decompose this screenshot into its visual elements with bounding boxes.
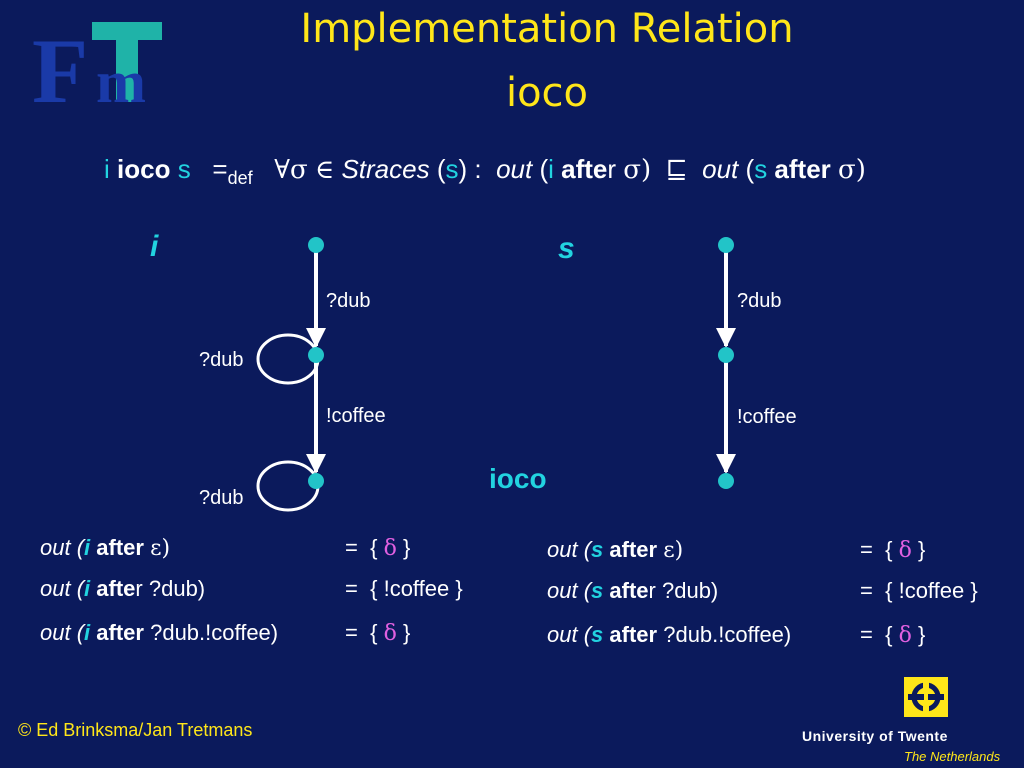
out-i-row-3-value: = { δ } (345, 620, 411, 646)
out-s-row-3: out (s after ?dub.!coffee) (547, 622, 792, 647)
def-s3: s (754, 154, 768, 184)
country-name: The Netherlands (904, 749, 1001, 764)
i-state-0 (308, 237, 324, 253)
def-out2: out (702, 154, 739, 184)
def-straces: Straces (341, 154, 430, 184)
i-edge-top-label: ?dub (326, 290, 371, 312)
relation-label: ioco (489, 463, 547, 494)
out-s-row-2: out (s after ?dub) (547, 578, 719, 603)
i-self-loop-2 (256, 460, 320, 512)
out-i-row-3: out (i after ?dub.!coffee) (40, 620, 279, 645)
university-name: University of Twente (802, 728, 948, 744)
def-paren-i: ( (539, 154, 549, 184)
diagram-i-name: i (150, 230, 159, 263)
def-i2: i (548, 154, 554, 184)
out-i-row-1-value: = { δ } (345, 535, 411, 561)
i-edge-mid-label: !coffee (326, 405, 386, 427)
def-forall: ∀σ (274, 155, 308, 185)
svg-text:m: m (96, 49, 146, 108)
i-self-loop-1 (256, 333, 320, 385)
s-state-0 (718, 237, 734, 253)
i-state-1 (308, 347, 324, 363)
out-s-row-3-value: = { δ } (860, 622, 926, 648)
def-sub: def (227, 168, 253, 189)
def-paren-s: ( (745, 154, 755, 184)
svg-text:F: F (32, 20, 88, 108)
s-state-1 (718, 347, 734, 363)
i-loop-1-label: ?dub (199, 349, 244, 371)
university-twente-logo-icon (904, 677, 948, 717)
copyright: © Ed Brinksma/Jan Tretmans (18, 720, 253, 740)
def-subseteq: ⊑ (665, 155, 688, 185)
i-loop-2-label: ?dub (199, 487, 244, 509)
out-i-row-1: out (i after ε) (40, 535, 171, 561)
def-after1-r: r (607, 154, 617, 184)
def-eq: = (212, 154, 228, 184)
out-s-row-1: out (s after ε) (547, 537, 684, 563)
ioco-definition: i ioco s =def ∀σ ∈ Straces (s) : out (i … (104, 154, 866, 189)
def-s: s (177, 154, 191, 184)
s-state-2 (718, 473, 734, 489)
def-in: ∈ (314, 155, 335, 185)
i-state-2 (308, 473, 324, 489)
def-after1: afte (561, 154, 608, 184)
def-open: ( (436, 154, 446, 184)
def-sigma2: σ) (838, 155, 866, 185)
def-i: i (104, 154, 110, 184)
slide-subtitle: ioco (505, 70, 589, 116)
fmt-logo-icon: F m (32, 20, 162, 108)
def-out1: out (496, 154, 533, 184)
out-i-row-2-value: = { !coffee } (345, 576, 463, 601)
slide-title: Implementation Relation (300, 6, 794, 52)
def-after2: after (774, 154, 831, 184)
def-close: ) : (458, 154, 482, 184)
out-i-row-2: out (i after ?dub) (40, 576, 206, 601)
def-ioco: ioco (117, 154, 171, 184)
out-s-row-2-value: = { !coffee } (860, 578, 978, 603)
diagram-s-name: s (558, 232, 575, 265)
s-edge-mid-label: !coffee (737, 406, 797, 428)
out-s-row-1-value: = { δ } (860, 537, 926, 563)
def-s2: s (445, 154, 459, 184)
def-sigma1: σ) (623, 155, 652, 185)
s-edge-top-label: ?dub (737, 290, 782, 312)
